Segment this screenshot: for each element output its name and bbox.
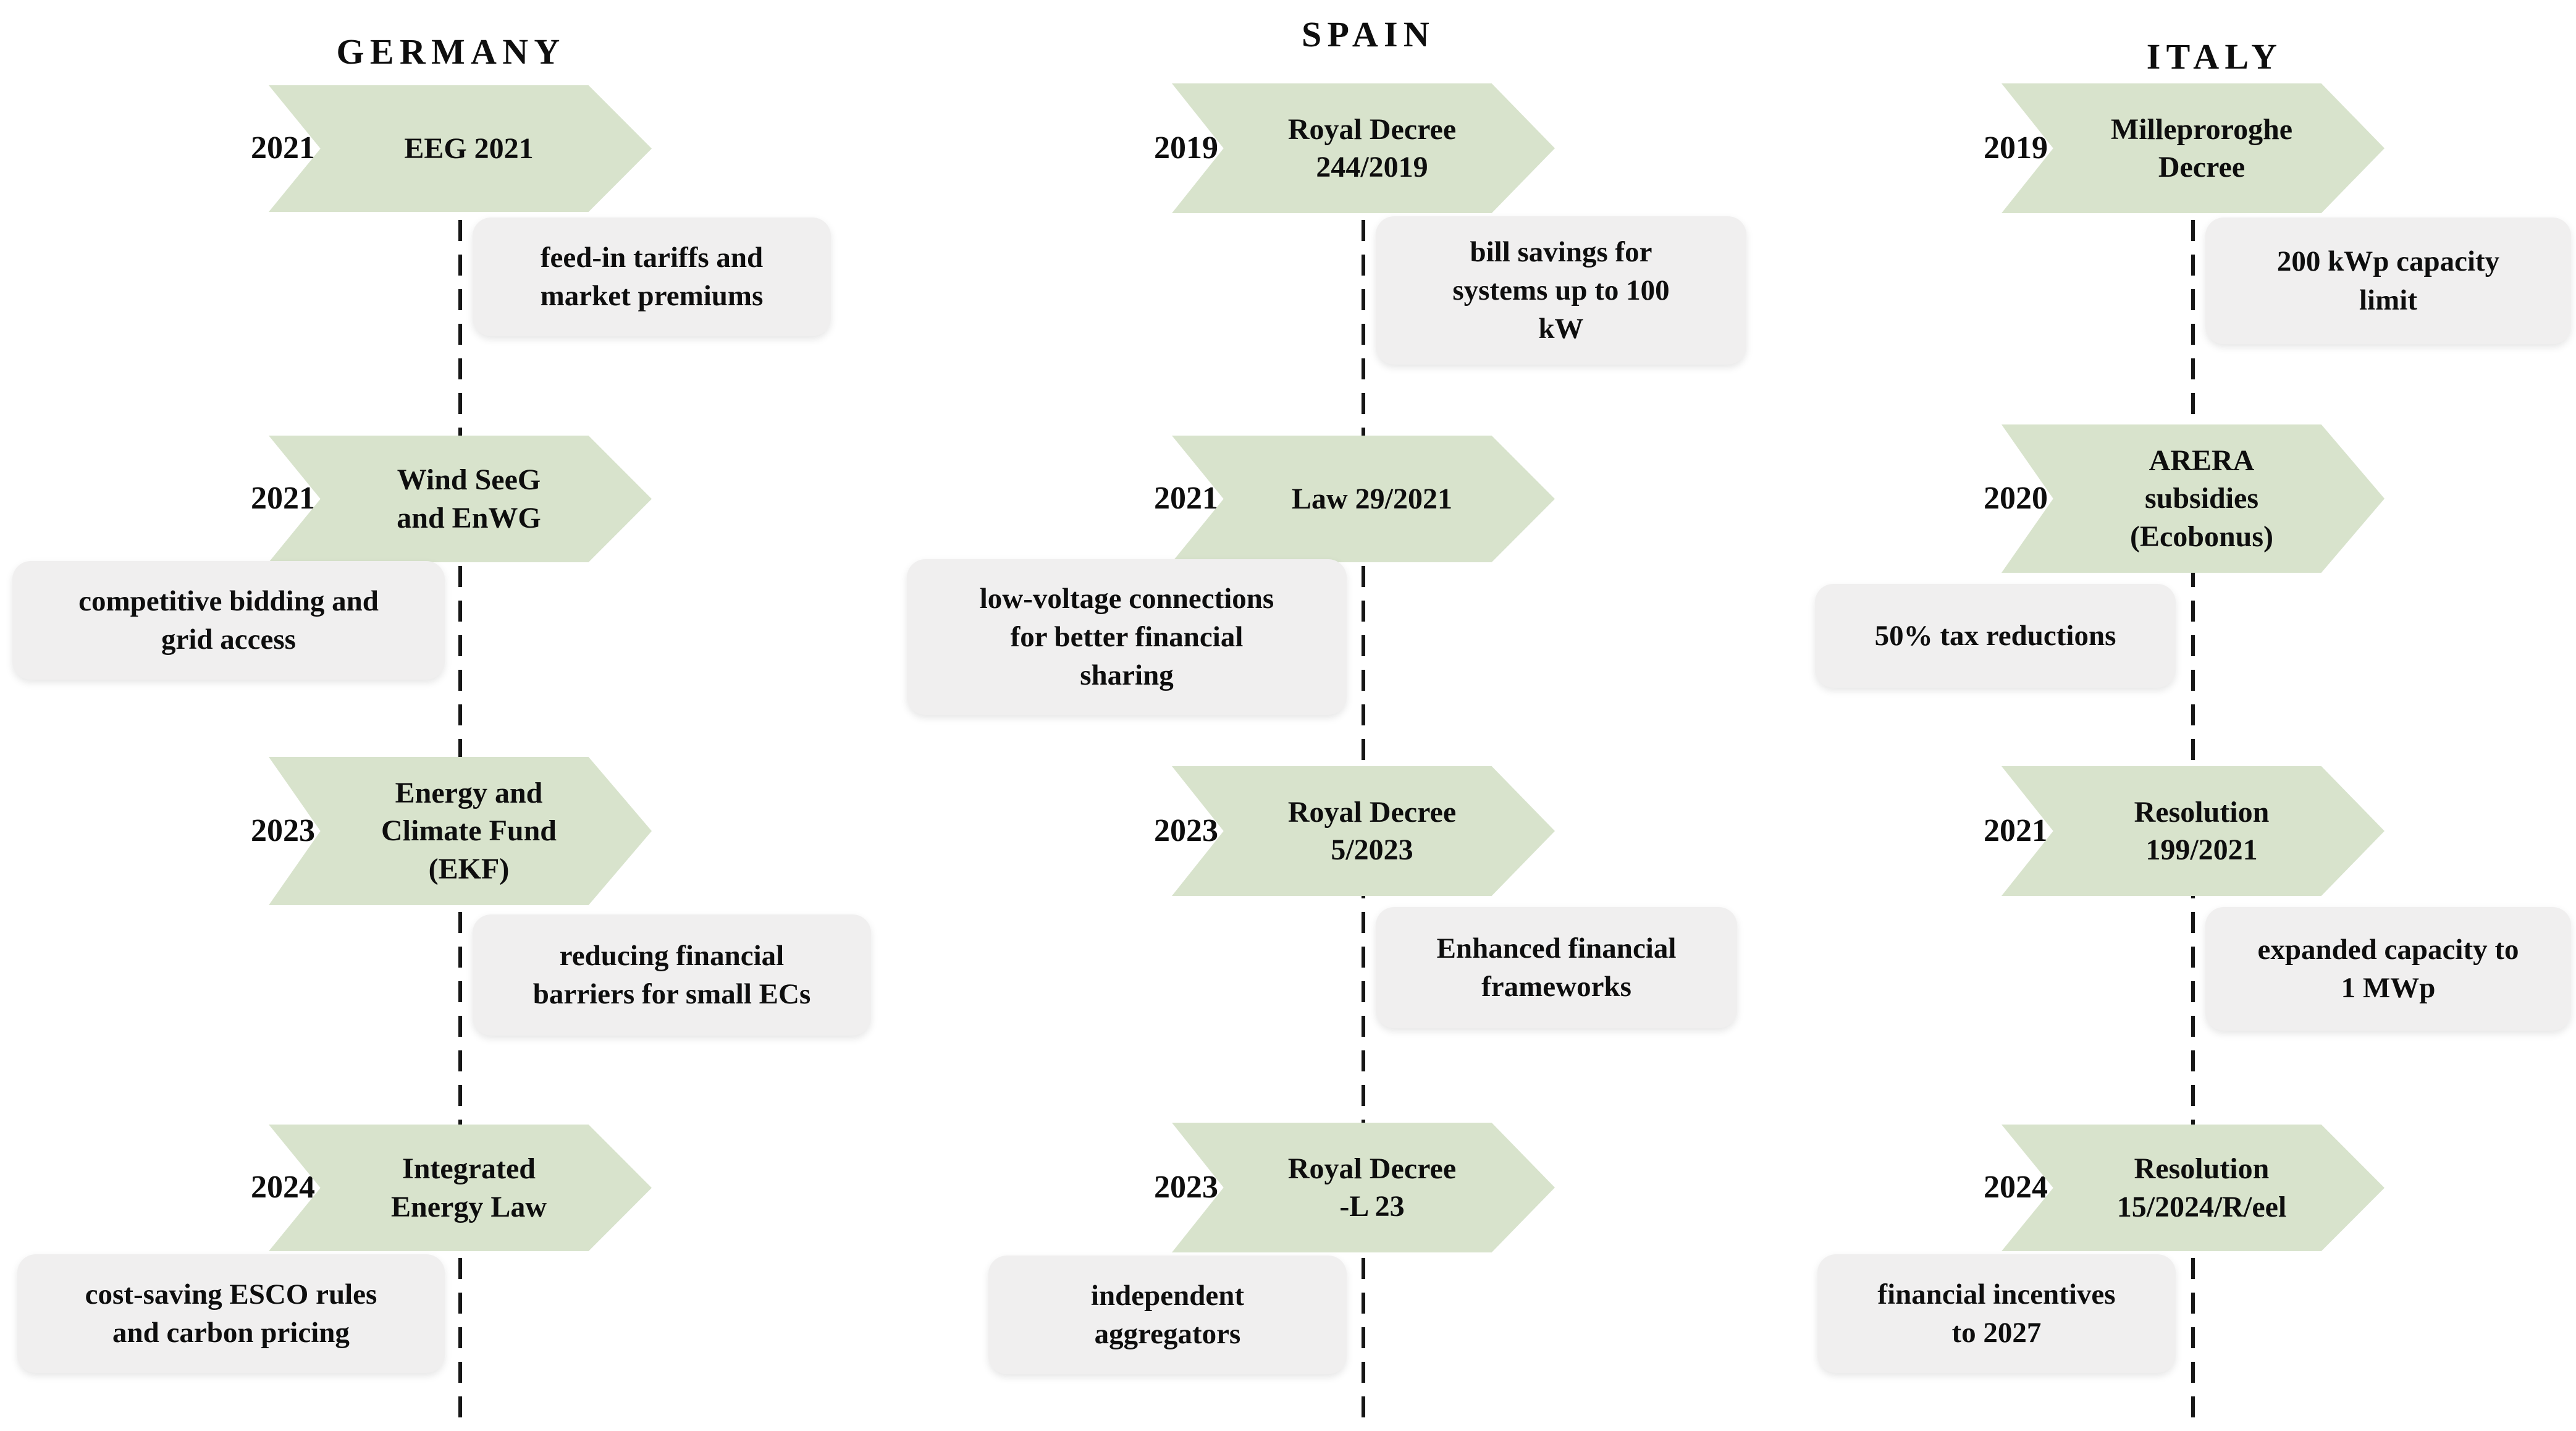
event-year: 2019 bbox=[1984, 130, 2048, 166]
event-arrow: Wind SeeG and EnWG bbox=[269, 436, 652, 562]
event-description-box: low-voltage connections for better finan… bbox=[907, 559, 1347, 715]
event-arrow: Law 29/2021 bbox=[1172, 436, 1555, 562]
event-year: 2021 bbox=[251, 130, 315, 166]
event-description-box: financial incentives to 2027 bbox=[1817, 1254, 2176, 1373]
event-year: 2020 bbox=[1984, 481, 2048, 516]
event-description-box: cost-saving ESCO rules and carbon pricin… bbox=[17, 1254, 445, 1373]
event-arrow: Royal Decree 244/2019 bbox=[1172, 83, 1555, 213]
event-year: 2024 bbox=[1984, 1170, 2048, 1205]
event-label: Resolution 15/2024/R/eel bbox=[2116, 1152, 2287, 1223]
event-description: financial incentives to 2027 bbox=[1877, 1278, 2116, 1349]
event-label: Energy and Climate Fund (EKF) bbox=[381, 776, 557, 885]
event-label: Royal Decree 244/2019 bbox=[1287, 112, 1457, 184]
event-description: feed-in tariffs and market premiums bbox=[540, 241, 764, 312]
event-description: 50% tax reductions bbox=[1874, 619, 2116, 652]
event-description: competitive bidding and grid access bbox=[78, 585, 379, 656]
event-arrow: Milleproroghe Decree bbox=[2001, 83, 2384, 213]
event-year: 2019 bbox=[1154, 130, 1218, 166]
event-label: Wind SeeG and EnWG bbox=[397, 463, 541, 534]
event-label: Resolution 199/2021 bbox=[2134, 795, 2270, 866]
event-year: 2023 bbox=[1154, 813, 1218, 848]
event-year: 2021 bbox=[251, 481, 315, 516]
event-arrow: Energy and Climate Fund (EKF) bbox=[269, 757, 652, 905]
event-description-box: independent aggregators bbox=[988, 1256, 1347, 1374]
event-label: Royal Decree 5/2023 bbox=[1287, 795, 1457, 866]
event-description-box: expanded capacity to 1 MWp bbox=[2205, 907, 2571, 1031]
event-description: Enhanced financial frameworks bbox=[1436, 932, 1677, 1003]
country-header-italy: ITALY bbox=[2146, 36, 2283, 77]
event-description: independent aggregators bbox=[1090, 1279, 1245, 1350]
event-description: 200 kWp capacity limit bbox=[2276, 245, 2500, 316]
event-description: expanded capacity to 1 MWp bbox=[2257, 933, 2519, 1004]
event-label: ARERA subsidies (Ecobonus) bbox=[2129, 444, 2274, 553]
event-description-box: Enhanced financial frameworks bbox=[1376, 907, 1737, 1028]
event-year: 2021 bbox=[1984, 813, 2048, 848]
event-label: EEG 2021 bbox=[404, 132, 534, 165]
event-label: Royal Decree -L 23 bbox=[1287, 1152, 1457, 1223]
event-description: bill savings for systems up to 100 kW bbox=[1452, 235, 1670, 345]
country-header-spain: SPAIN bbox=[1301, 14, 1436, 54]
country-header-germany: GERMANY bbox=[336, 32, 566, 72]
event-description-box: bill savings for systems up to 100 kW bbox=[1376, 216, 1746, 365]
event-description: reducing financial barriers for small EC… bbox=[532, 939, 811, 1010]
event-description-box: 200 kWp capacity limit bbox=[2205, 217, 2571, 344]
event-year: 2023 bbox=[251, 813, 315, 848]
event-label: Integrated Energy Law bbox=[391, 1152, 547, 1223]
event-description: cost-saving ESCO rules and carbon pricin… bbox=[85, 1278, 377, 1349]
event-year: 2021 bbox=[1154, 481, 1218, 516]
event-description: low-voltage connections for better finan… bbox=[979, 582, 1274, 692]
event-label: Law 29/2021 bbox=[1291, 482, 1452, 515]
event-arrow: ARERA subsidies (Ecobonus) bbox=[2001, 424, 2384, 573]
event-description-box: feed-in tariffs and market premiums bbox=[473, 217, 831, 336]
event-description-box: reducing financial barriers for small EC… bbox=[473, 914, 871, 1036]
event-arrow: Integrated Energy Law bbox=[269, 1125, 652, 1251]
event-year: 2023 bbox=[1154, 1170, 1218, 1205]
event-arrow: Royal Decree 5/2023 bbox=[1172, 766, 1555, 896]
event-year: 2024 bbox=[251, 1170, 315, 1205]
event-label: Milleproroghe Decree bbox=[2110, 112, 2293, 184]
event-description-box: 50% tax reductions bbox=[1815, 584, 2176, 688]
event-arrow: Royal Decree -L 23 bbox=[1172, 1123, 1555, 1252]
event-arrow: Resolution 15/2024/R/eel bbox=[2001, 1125, 2384, 1251]
event-arrow: EEG 2021 bbox=[269, 85, 652, 212]
event-description-box: competitive bidding and grid access bbox=[12, 561, 445, 680]
event-arrow: Resolution 199/2021 bbox=[2001, 766, 2384, 896]
